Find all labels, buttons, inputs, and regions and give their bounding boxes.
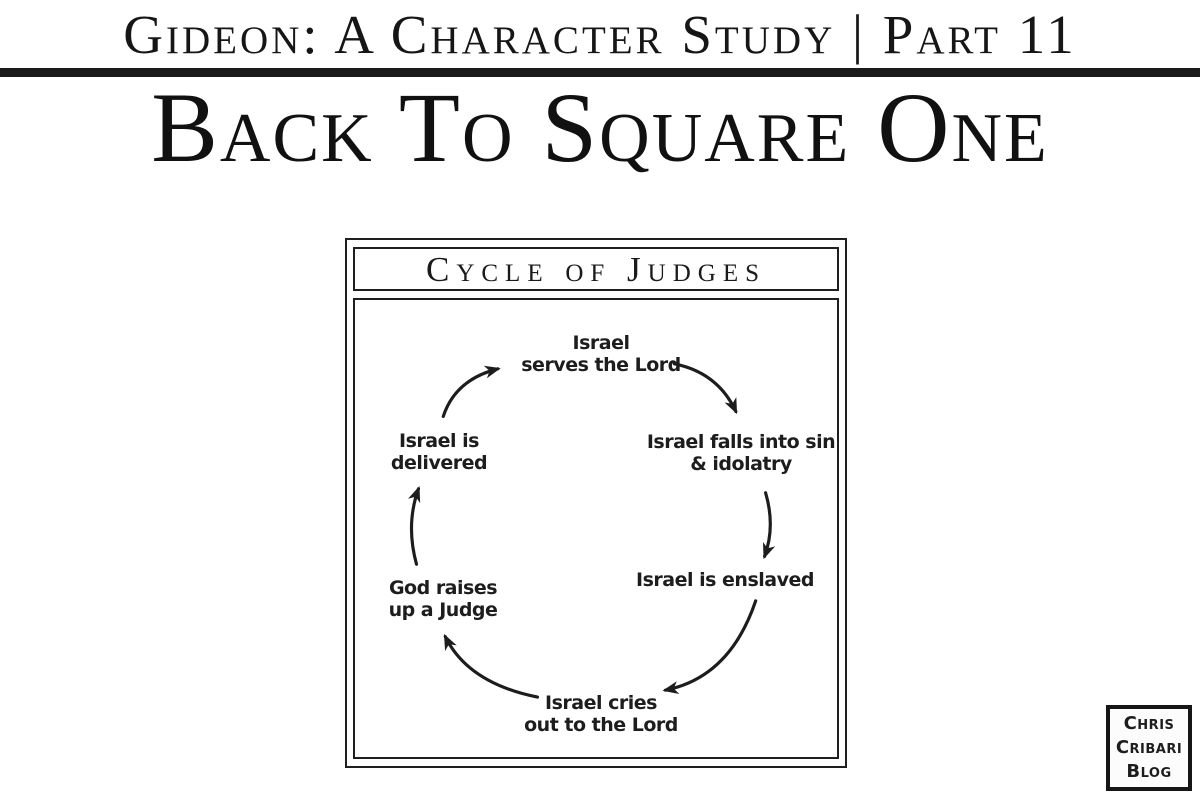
blog-badge: Chris Cribari Blog — [1106, 705, 1192, 791]
arrow-enslaved-to-cries — [662, 599, 758, 694]
cycle-of-judges-diagram: Cycle of Judges Israel — [345, 238, 847, 768]
badge-line-1: Chris — [1123, 713, 1175, 734]
stage-israel-is-enslaved: Israel is enslaved — [636, 569, 814, 591]
diagram-content: Israel serves the Lord Israel falls into… — [353, 298, 839, 759]
arrow-serves-to-falls — [672, 362, 738, 415]
stage-god-raises-up-a-judge: God raises up a Judge — [388, 577, 498, 621]
stage-israel-is-delivered: Israel is delivered — [390, 430, 488, 474]
page-kicker: Gideon: A Character Study | Part 11 — [123, 4, 1077, 65]
badge-line-3: Blog — [1126, 761, 1172, 782]
divider-bar — [0, 68, 1200, 77]
page-title: Back To Square One — [151, 72, 1049, 183]
diagram-title-box: Cycle of Judges — [353, 247, 839, 291]
cycle-arrows — [408, 362, 776, 699]
stage-israel-serves-the-lord: Israel serves the Lord — [521, 332, 681, 376]
badge-line-2: Cribari — [1115, 737, 1183, 758]
stage-israel-cries-out: Israel cries out to the Lord — [524, 692, 678, 736]
arrow-falls-to-enslaved — [762, 491, 776, 560]
stage-israel-falls-into-sin: Israel falls into sin & idolatry — [646, 431, 836, 475]
arrow-delivered-to-serves — [441, 365, 501, 419]
arrow-raises-to-delivered — [408, 486, 421, 566]
arrow-cries-to-raises — [443, 633, 540, 699]
diagram-title: Cycle of Judges — [425, 250, 767, 289]
